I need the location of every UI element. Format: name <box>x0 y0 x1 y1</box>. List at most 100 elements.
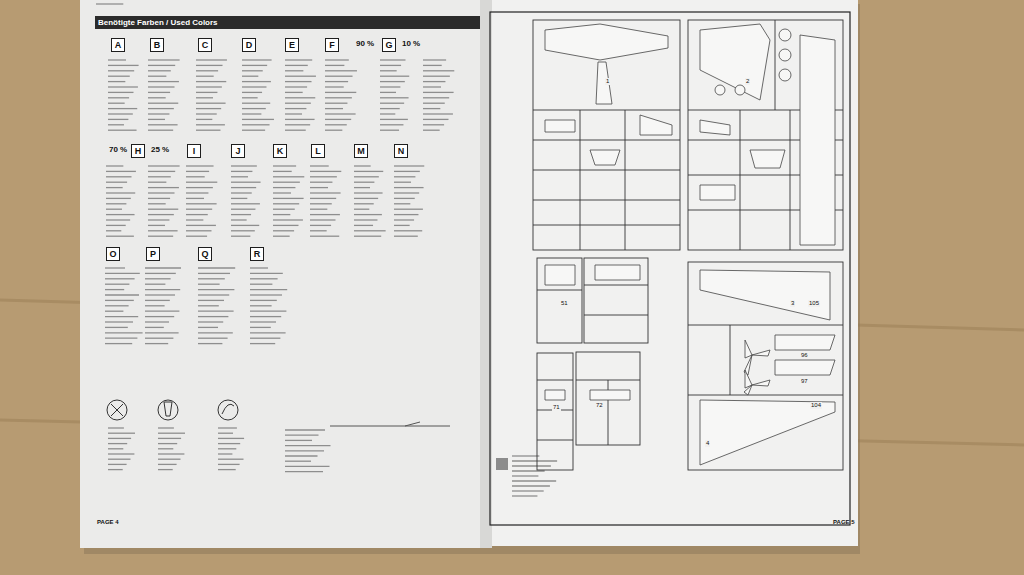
color-letter-box: E <box>285 38 299 52</box>
text-line <box>285 86 307 87</box>
text-line <box>105 343 132 344</box>
text-line <box>380 59 406 60</box>
text-line <box>148 124 178 125</box>
text-line <box>231 192 252 193</box>
text-line <box>106 187 123 188</box>
text-line <box>250 327 271 328</box>
text-line <box>148 70 171 71</box>
text-line <box>145 267 181 268</box>
text-line <box>198 321 223 322</box>
text-line <box>423 119 449 120</box>
text-line <box>186 219 203 220</box>
color-letter: M <box>355 146 367 156</box>
text-line <box>148 219 169 220</box>
text-line <box>394 230 422 231</box>
text-line <box>218 443 240 444</box>
color-letter-box: J <box>231 144 245 158</box>
text-line <box>106 236 134 237</box>
text-line <box>148 103 178 104</box>
text-line <box>394 209 423 210</box>
text-line <box>106 198 131 199</box>
text-line <box>148 230 178 231</box>
text-line <box>354 176 379 177</box>
text-line <box>285 440 312 441</box>
text-line <box>218 427 237 428</box>
text-line <box>148 81 179 82</box>
text-line <box>105 300 134 301</box>
text-line <box>325 113 356 114</box>
color-letter-box: F <box>325 38 339 52</box>
text-line <box>285 70 303 71</box>
text-line <box>108 443 127 444</box>
text-line <box>196 81 226 82</box>
part-number: 51 <box>560 300 569 307</box>
text-line <box>148 86 175 87</box>
text-line <box>354 219 377 220</box>
text-line <box>198 343 222 344</box>
text-line <box>108 97 129 98</box>
text-line <box>198 332 233 333</box>
text-line <box>148 182 166 183</box>
text-line <box>186 171 209 172</box>
text-line <box>354 236 381 237</box>
text-line <box>354 225 373 226</box>
text-line <box>394 182 411 183</box>
text-line <box>242 86 266 87</box>
text-line <box>354 203 374 204</box>
color-letter: O <box>107 249 119 259</box>
text-line <box>512 455 539 456</box>
text-line <box>273 198 304 199</box>
text-line <box>231 225 259 226</box>
text-line <box>145 305 165 306</box>
text-line <box>273 209 295 210</box>
text-line <box>380 65 401 66</box>
text-line <box>105 338 137 339</box>
text-line <box>108 119 128 120</box>
text-line <box>310 230 327 231</box>
text-line <box>394 236 418 237</box>
text-line <box>394 203 410 204</box>
text-line <box>231 230 255 231</box>
text-line <box>186 192 208 193</box>
color-letter-box: A <box>111 38 125 52</box>
text-line <box>145 300 170 301</box>
text-line <box>285 130 306 131</box>
text-line <box>273 171 292 172</box>
color-letter: P <box>147 249 159 259</box>
text-line <box>231 236 250 237</box>
text-line <box>242 103 270 104</box>
part-number: 71 <box>552 404 561 411</box>
text-line <box>186 198 204 199</box>
text-line <box>380 103 404 104</box>
text-line <box>145 294 175 295</box>
text-line <box>250 338 280 339</box>
text-line <box>325 119 351 120</box>
text-line <box>105 294 139 295</box>
text-line <box>285 76 316 77</box>
text-line <box>108 433 135 434</box>
text-line <box>380 108 400 109</box>
text-line <box>285 429 325 430</box>
text-line <box>325 86 344 87</box>
text-line <box>512 475 538 476</box>
text-line <box>325 103 347 104</box>
text-line <box>310 176 337 177</box>
text-line <box>186 225 216 226</box>
text-line <box>148 113 169 114</box>
text-line <box>198 338 228 339</box>
text-line <box>512 485 550 486</box>
page-number: PAGE 5 <box>832 519 856 526</box>
text-line <box>354 214 382 215</box>
color-letter-box: M <box>354 144 368 158</box>
text-line <box>148 97 166 98</box>
text-line <box>231 219 247 220</box>
text-line <box>158 438 181 439</box>
text-line <box>354 182 374 183</box>
text-line <box>380 113 395 114</box>
color-letter: N <box>395 146 407 156</box>
text-line <box>196 86 222 87</box>
text-line <box>148 203 166 204</box>
text-line <box>196 124 225 125</box>
text-line <box>285 466 330 467</box>
